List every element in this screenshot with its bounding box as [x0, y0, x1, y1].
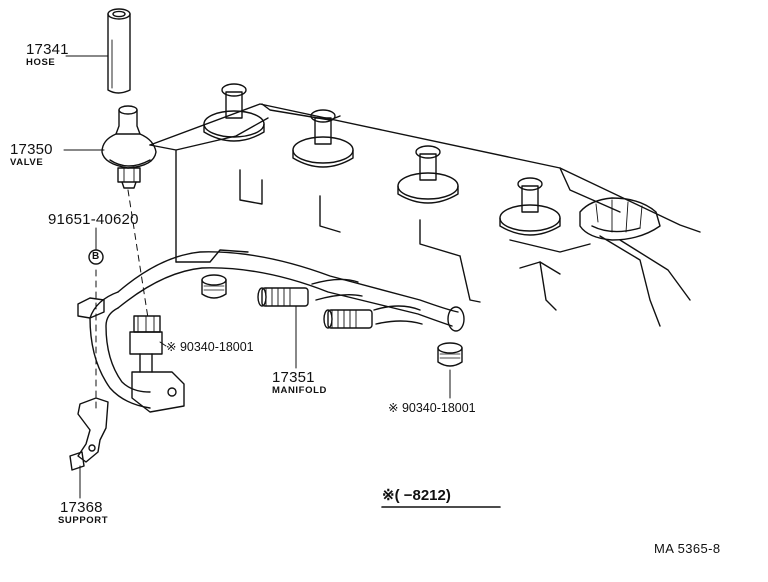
cylinder-head-cover	[149, 103, 701, 327]
figure-reference: MA 5365-8	[654, 541, 721, 556]
hose-part-number: 17341	[26, 41, 69, 58]
callout-b-circle	[88, 249, 104, 265]
oil-filler-cap	[579, 197, 661, 241]
plug-cap-4	[499, 177, 561, 236]
bolt-callout-letter: B	[92, 251, 100, 262]
valve-part-name: VALVE	[10, 157, 44, 168]
manifold-part-name: MANIFOLD	[272, 385, 327, 396]
plug-lower-part-number: ※ 90340-18001	[388, 401, 476, 415]
serial-range-note: ※( −8212)	[382, 487, 451, 504]
plug-lower-part	[437, 342, 463, 367]
plug-cap-3	[397, 145, 459, 204]
support-bracket-part	[69, 397, 109, 471]
manifold-tube	[77, 251, 465, 413]
plug-cap-1	[203, 83, 265, 142]
valve-part-number: 17350	[10, 141, 53, 158]
plug-upper-part-number: ※ 90340-18001	[166, 340, 254, 354]
leader-lines	[63, 55, 451, 499]
pcv-valve-part	[101, 105, 157, 189]
plug-upper-part	[201, 274, 227, 299]
support-part-name: SUPPORT	[58, 515, 109, 526]
assembly-guide-lines	[95, 189, 149, 411]
manifold-part-number: 17351	[272, 369, 315, 386]
hose-part	[107, 8, 131, 94]
plug-cap-2	[292, 109, 354, 168]
bolt-part-number: 91651-40620	[48, 211, 139, 228]
support-part-number: 17368	[60, 499, 103, 516]
hose-part-name: HOSE	[26, 57, 56, 68]
